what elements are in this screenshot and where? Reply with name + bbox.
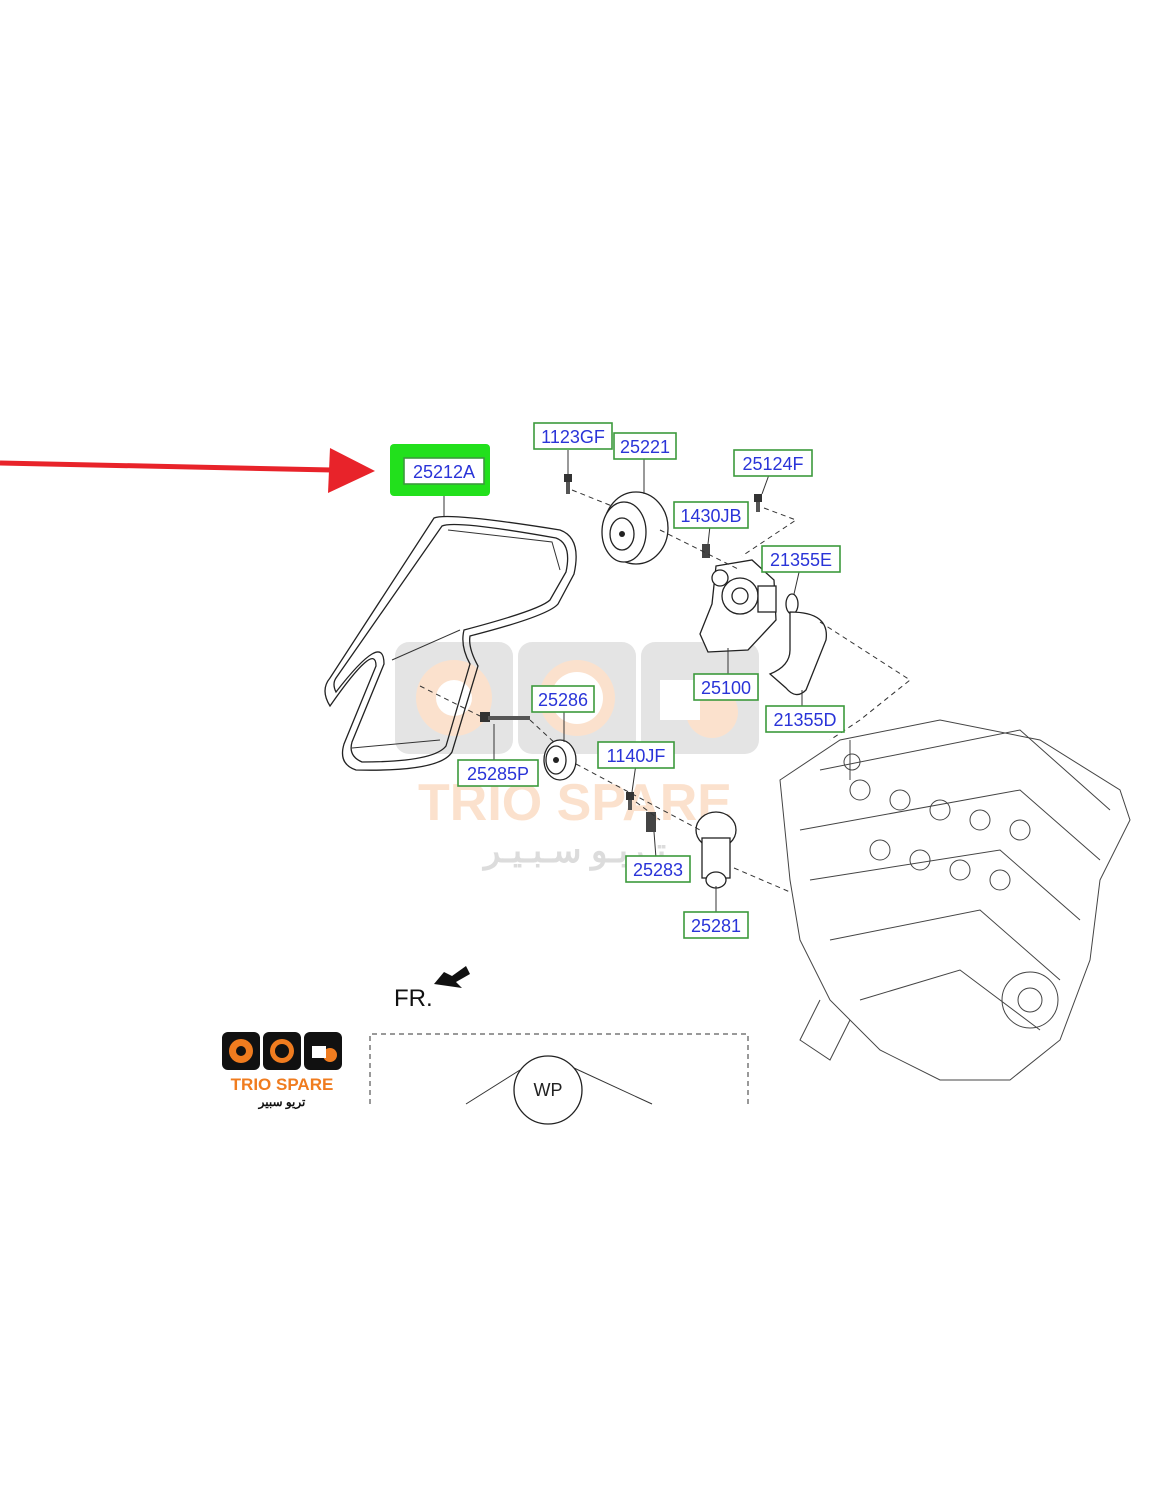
callout-1123GF-text: 1123GF: [541, 427, 605, 447]
front-marker-text: FR.: [394, 985, 433, 1012]
callout-21355D: 21355D: [765, 705, 845, 733]
callout-1140JF: 1140JF: [597, 741, 675, 769]
callout-25212A: 25212A: [403, 457, 485, 485]
callout-25100: 25100: [693, 673, 759, 701]
callout-25286: 25286: [531, 685, 595, 713]
callout-25221-text: 25221: [620, 437, 670, 457]
front-marker: FR.: [394, 966, 470, 1012]
pump-bolt: [754, 494, 762, 512]
callout-25100-text: 25100: [701, 678, 751, 698]
water-pump-body: [699, 559, 777, 653]
callout-25285P-text: 25285P: [467, 764, 529, 784]
callout-21355E: 21355E: [761, 545, 841, 573]
callout-25281: 25281: [683, 911, 749, 939]
drive-belt: [324, 515, 577, 771]
tensioner-assembly: [626, 792, 737, 889]
dowel-pin: [702, 544, 710, 558]
callout-25124F: 25124F: [733, 449, 813, 477]
leader-lines: [419, 450, 911, 914]
callout-1140JF-text: 1140JF: [607, 746, 666, 766]
callout-21355D-text: 21355D: [773, 710, 836, 730]
pointer-arrow: [0, 448, 375, 493]
callout-25286-text: 25286: [538, 690, 588, 710]
callout-25285P: 25285P: [457, 759, 539, 787]
trio-spare-logo: TRIO SPARE تريو سبير: [222, 1032, 342, 1110]
logo-arabic: تريو سبير: [258, 1095, 306, 1110]
front-arrow-icon: [434, 966, 470, 988]
callout-1430JB-text: 1430JB: [680, 506, 741, 526]
inset-wp-label: WP: [534, 1080, 563, 1100]
callout-25212A-text: 25212A: [413, 462, 475, 482]
callout-25283: 25283: [625, 855, 691, 883]
engine-block: [779, 719, 1131, 1081]
pulley-bolt: [564, 474, 572, 494]
inset-panel: WP: [369, 1033, 749, 1125]
callout-1430JB: 1430JB: [673, 501, 749, 529]
callout-25281-text: 25281: [691, 916, 741, 936]
logo-brand: TRIO SPARE: [231, 1075, 334, 1094]
callout-1123GF: 1123GF: [533, 422, 613, 450]
callout-25283-text: 25283: [633, 860, 683, 880]
o-ring: [785, 593, 799, 615]
idler-assembly: [480, 712, 577, 781]
callout-21355E-text: 21355E: [770, 550, 832, 570]
callout-25124F-text: 25124F: [742, 454, 803, 474]
pump-gasket: [768, 611, 827, 696]
water-pump-pulley: [601, 491, 669, 565]
callout-25221: 25221: [613, 432, 677, 460]
